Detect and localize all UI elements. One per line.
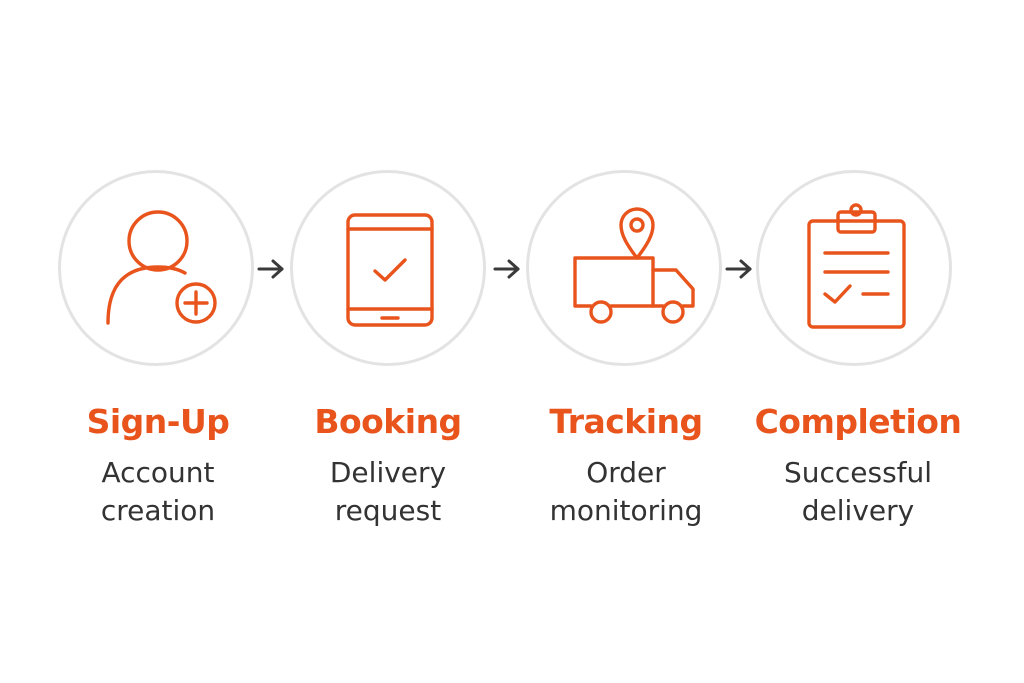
arrow-right-icon: [725, 259, 752, 279]
step-description: Delivery request: [329, 456, 447, 527]
step-text-tracking: Tracking Order monitoring: [506, 402, 746, 530]
step-title: Booking: [314, 402, 462, 441]
user-add-icon: [106, 210, 217, 325]
step-text-sign-up: Sign-Up Account creation: [38, 402, 278, 530]
step-circle-completion: [756, 170, 952, 366]
tablet-check-icon: [346, 213, 434, 327]
arrow-right-icon: [257, 259, 284, 279]
step-circle-tracking: [526, 170, 722, 366]
step-title: Tracking: [549, 402, 703, 441]
step-text-booking: Booking Delivery request: [268, 402, 508, 530]
step-title: Completion: [754, 402, 962, 441]
delivery-truck-pin-icon: [573, 207, 695, 324]
step-text-completion: Completion Successful delivery: [738, 402, 978, 530]
step-circle-booking: [290, 170, 486, 366]
step-description: Order monitoring: [549, 456, 703, 527]
arrow-right-icon: [493, 259, 520, 279]
clipboard-check-icon: [807, 203, 906, 329]
step-circle-sign-up: [58, 170, 254, 366]
step-description: Account creation: [100, 456, 216, 527]
step-description: Successful delivery: [783, 456, 933, 527]
step-title: Sign-Up: [86, 402, 230, 441]
